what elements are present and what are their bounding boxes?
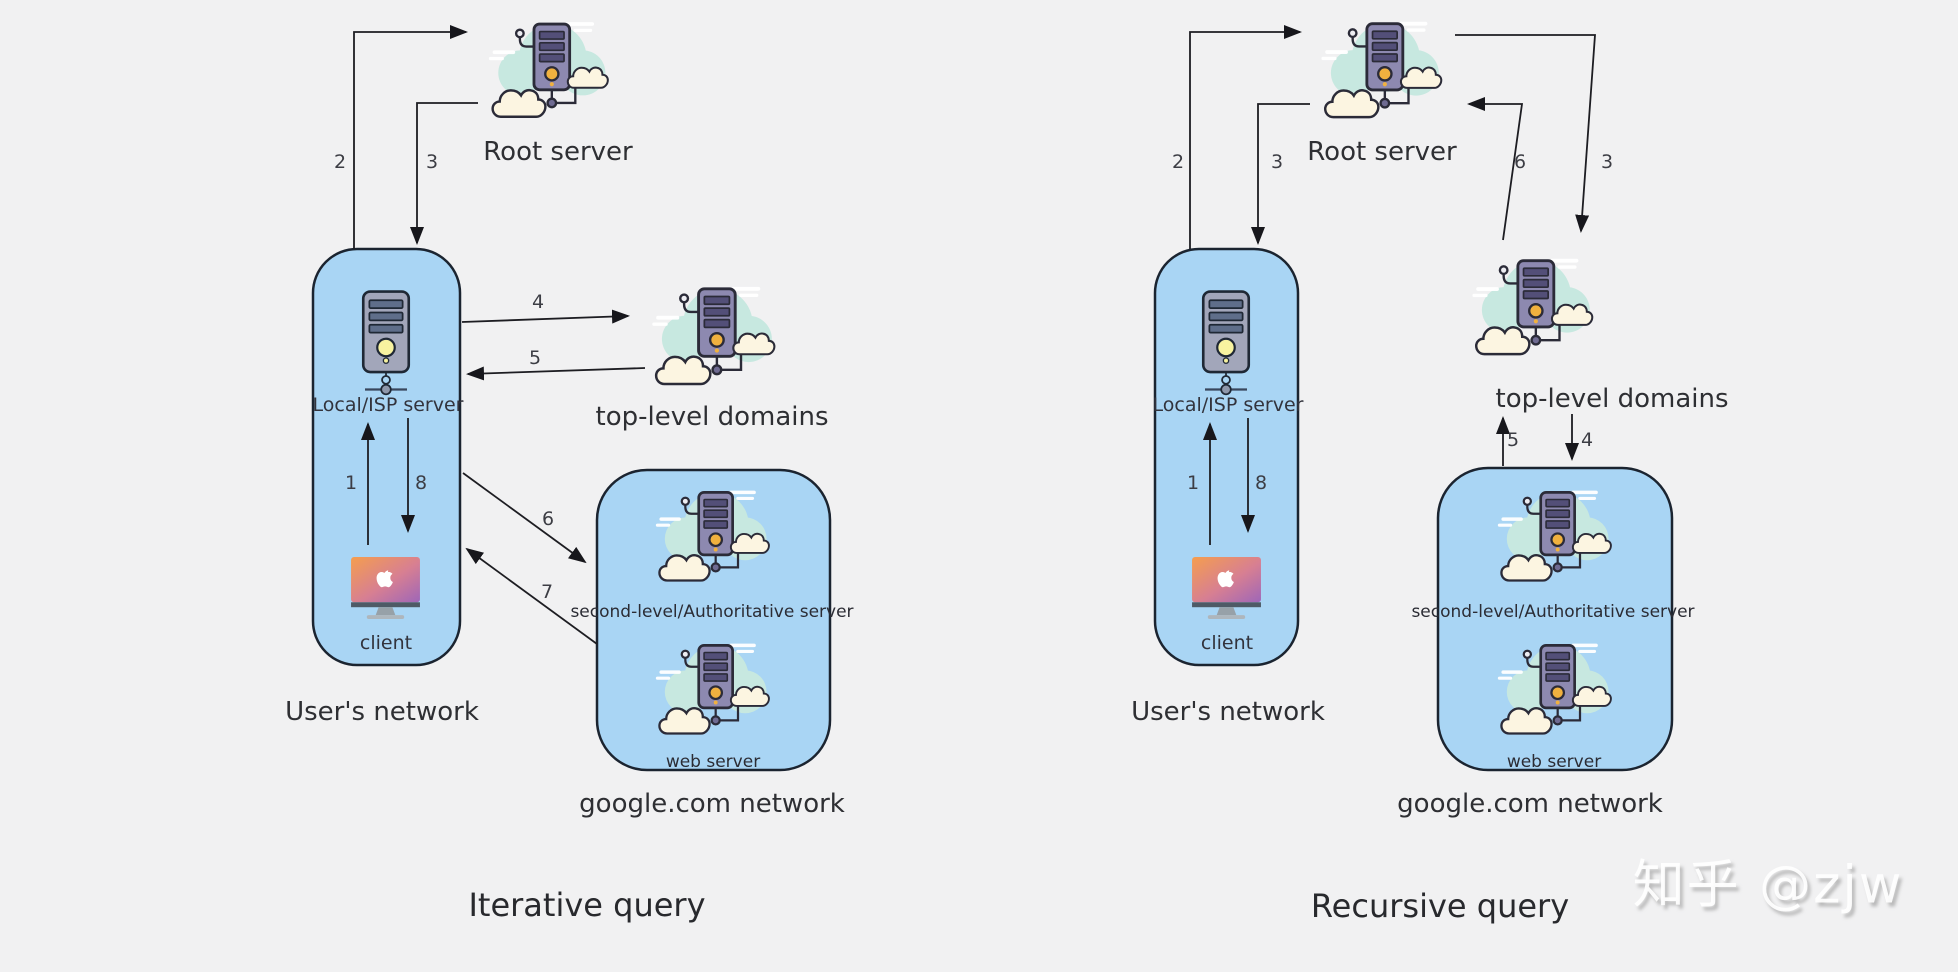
tld-label: top-level domains xyxy=(1495,384,1729,414)
arrow-6 xyxy=(462,472,587,564)
arrow-3-root-label: 3 xyxy=(1270,151,1284,173)
arrow-3 xyxy=(410,102,478,245)
local-isp-label: Local/ISP server xyxy=(312,394,464,416)
web-server-label: web server xyxy=(1506,752,1602,772)
second-level-label: second-level/Authoritative server xyxy=(570,602,854,622)
arrow-4-label: 4 xyxy=(531,291,545,313)
local-isp-label: Local/ISP server xyxy=(1152,394,1304,416)
root-server-icon xyxy=(1321,22,1441,117)
google-network-label: google.com network xyxy=(579,789,845,819)
arrow-7 xyxy=(465,547,598,645)
arrow-5 xyxy=(466,366,646,381)
arrow-5-label: 5 xyxy=(1506,429,1520,451)
arrow-6 xyxy=(1467,97,1524,241)
users-network-label: User's network xyxy=(1131,697,1325,727)
users-network-label: User's network xyxy=(285,697,479,727)
client-label: client xyxy=(359,632,413,654)
iterative-diagram xyxy=(311,22,832,772)
google-network-label: google.com network xyxy=(1397,789,1663,819)
tld-label: top-level domains xyxy=(595,402,829,432)
arrow-1-label: 1 xyxy=(344,472,358,494)
arrow-3-root-to-local xyxy=(1251,103,1310,245)
recursive-query-title: Recursive query xyxy=(1310,887,1570,925)
root-server-label: Root server xyxy=(483,137,633,167)
second-level-label: second-level/Authoritative server xyxy=(1411,602,1695,622)
google-network-box xyxy=(1436,466,1674,772)
arrow-3-root-to-tld xyxy=(1455,34,1596,233)
arrow-2 xyxy=(1189,25,1302,249)
arrow-4-label: 4 xyxy=(1580,429,1594,451)
client-label: client xyxy=(1200,632,1254,654)
root-server-label: Root server xyxy=(1307,137,1457,167)
web-server-label: web server xyxy=(665,752,761,772)
users-network-box xyxy=(311,247,462,667)
arrow-5-label: 5 xyxy=(528,347,542,369)
arrow-8-label: 8 xyxy=(414,472,428,494)
arrow-6-label: 6 xyxy=(1513,151,1527,173)
top-level-domains-icon xyxy=(652,287,774,384)
arrow-3-label: 3 xyxy=(425,151,439,173)
arrow-2 xyxy=(353,25,468,249)
arrow-3-tld-label: 3 xyxy=(1600,151,1614,173)
arrow-1-label: 1 xyxy=(1186,472,1200,494)
google-network-box xyxy=(595,468,832,772)
arrow-2-label: 2 xyxy=(333,151,347,173)
recursive-diagram xyxy=(1153,22,1674,772)
iterative-query-title: Iterative query xyxy=(468,886,706,924)
arrow-2-label: 2 xyxy=(1171,151,1185,173)
top-level-domains-icon xyxy=(1472,259,1592,354)
arrow-8-label: 8 xyxy=(1254,472,1268,494)
zhihu-watermark: 知乎 @zjw xyxy=(1632,855,1904,916)
users-network-box xyxy=(1153,247,1300,667)
arrow-7-label: 7 xyxy=(540,581,554,603)
root-server-icon xyxy=(489,22,608,117)
arrow-6-label: 6 xyxy=(541,508,555,530)
arrow-4 xyxy=(461,309,630,324)
